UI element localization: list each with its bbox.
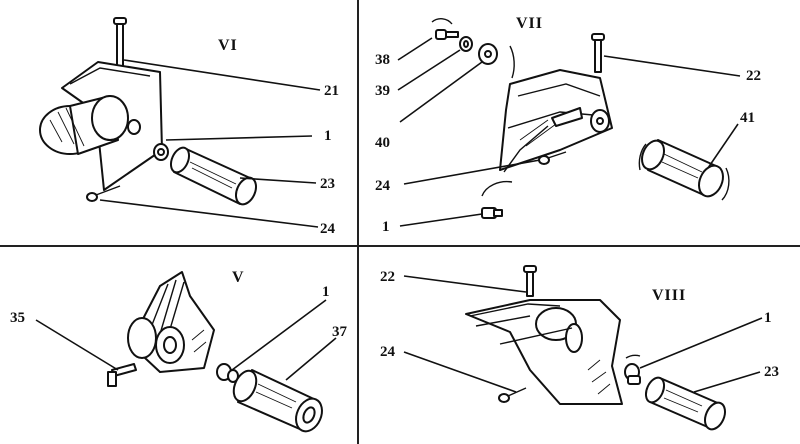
callout-23-viii: 23 <box>764 364 779 380</box>
callout-1-vi: 1 <box>324 128 332 144</box>
panel-vi-numeral: VI <box>218 37 238 54</box>
panel-vii-numeral: VII <box>516 15 543 32</box>
bolt-38 <box>431 18 459 40</box>
leader-37 <box>285 337 337 381</box>
callout-24-vi: 24 <box>320 221 336 237</box>
bracket-assembly-viii <box>465 299 623 405</box>
roller-41 <box>638 139 730 201</box>
leader-24-vi <box>99 199 319 228</box>
callout-22-vii: 22 <box>746 68 761 84</box>
nut-1-vi <box>153 143 169 161</box>
cotter-pin-24-viii <box>498 387 527 403</box>
bracket-assembly-v <box>127 271 215 373</box>
leader-1-viii <box>639 317 763 369</box>
leader-41 <box>707 123 739 169</box>
callout-1-vii: 1 <box>382 219 390 235</box>
nut-1-v <box>216 363 239 383</box>
roller-23-viii <box>644 376 727 431</box>
pin-22-viii <box>523 265 537 297</box>
leader-40 <box>399 61 483 123</box>
leader-39 <box>397 49 461 91</box>
callout-40: 40 <box>375 135 390 151</box>
leader-22-viii <box>403 275 527 293</box>
nut-1-viii <box>624 354 641 385</box>
callout-23-vi: 23 <box>320 176 335 192</box>
panel-v: V 35 <box>10 269 348 433</box>
panel-viii-numeral: VIII <box>652 287 686 304</box>
leader-1-vi <box>165 135 313 141</box>
bracket-assembly-vi <box>39 61 163 191</box>
leader-24-viii <box>403 351 517 393</box>
leader-38 <box>397 37 433 61</box>
key-35 <box>107 363 137 387</box>
panel-vii: VII <box>375 15 761 235</box>
callout-41: 41 <box>740 110 755 126</box>
bracket-assembly-vii <box>499 69 613 173</box>
leader-35 <box>35 319 119 371</box>
leader-24-vii <box>403 159 541 185</box>
cotter-pin-24-vi <box>86 185 121 202</box>
callout-39: 39 <box>375 83 390 99</box>
leader-22-vii <box>603 55 741 77</box>
callout-37: 37 <box>332 324 348 340</box>
leader-23-vi <box>239 177 317 184</box>
panel-vi: VI <box>39 17 339 237</box>
nut-1-vii <box>481 207 503 219</box>
callout-24-viii: 24 <box>380 344 396 360</box>
panel-viii: VIII <box>380 265 779 431</box>
callout-21: 21 <box>324 83 339 99</box>
pin-22-vii <box>591 33 605 73</box>
roller-37 <box>232 369 323 433</box>
leader-23-viii <box>693 371 761 393</box>
panel-v-numeral: V <box>232 269 245 286</box>
callout-38: 38 <box>375 52 390 68</box>
roller-23-vi <box>169 146 258 206</box>
washer-40 <box>478 43 515 79</box>
leader-1-v <box>231 299 327 371</box>
callout-24-vii: 24 <box>375 178 391 194</box>
leader-1-vii <box>399 213 483 227</box>
washer-39 <box>459 36 473 52</box>
callout-35: 35 <box>10 310 25 326</box>
callout-22-viii: 22 <box>380 269 395 285</box>
callout-1-viii: 1 <box>764 310 772 326</box>
callout-1-v: 1 <box>322 284 330 300</box>
leader-21 <box>123 59 321 91</box>
